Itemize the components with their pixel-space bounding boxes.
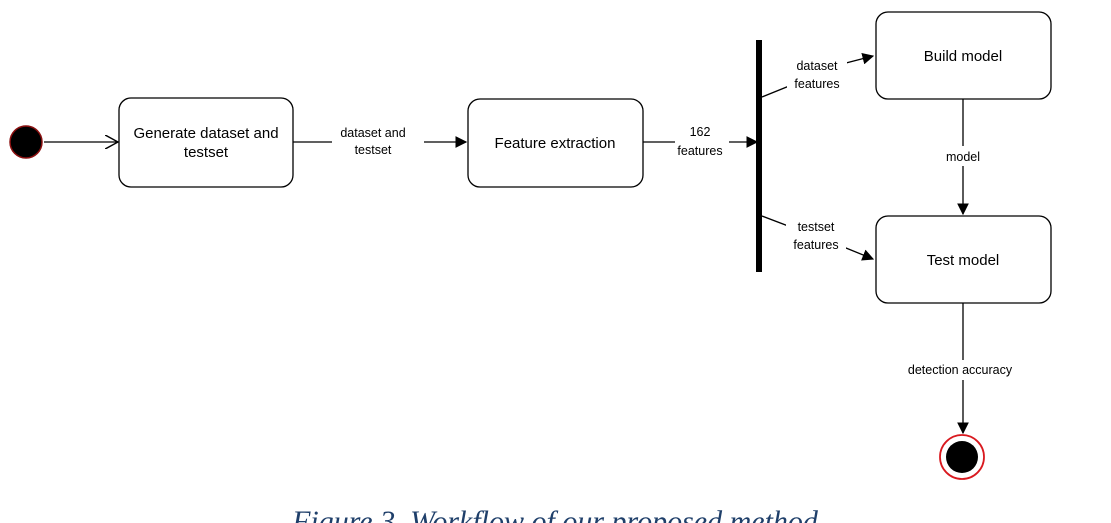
edge-label-162-features-line2: features bbox=[677, 144, 722, 158]
edge-label-bg bbox=[786, 218, 846, 254]
edge-label-testset-features-line1: testset bbox=[798, 220, 835, 234]
node-generate-label-line1: Generate dataset and bbox=[133, 125, 278, 142]
edge-label-bg bbox=[935, 146, 991, 166]
node-generate-label-line2: testset bbox=[184, 144, 229, 161]
edge-label-testset-features-line2: features bbox=[793, 238, 838, 252]
node-build-model-label: Build model bbox=[924, 48, 1002, 65]
figure-caption: Figure 3. Workflow of our proposed metho… bbox=[291, 505, 819, 523]
initial-node bbox=[9, 125, 43, 159]
edge-label-dataset-features-line1: dataset bbox=[796, 59, 838, 73]
edge-label-detection-accuracy: detection accuracy bbox=[908, 363, 1013, 377]
node-test-model-label: Test model bbox=[927, 252, 1000, 269]
edge-label-dataset-testset-line1: dataset and bbox=[340, 126, 405, 140]
node-test-model: Test model bbox=[875, 215, 1052, 304]
edge-label-dataset-features-line2: features bbox=[794, 77, 839, 91]
edge-label-bg bbox=[675, 124, 729, 160]
fork-bar bbox=[756, 40, 762, 272]
edge-label-bg bbox=[332, 122, 424, 160]
node-build-model: Build model bbox=[875, 11, 1052, 100]
node-feature-extraction: Feature extraction bbox=[467, 98, 644, 188]
edge-label-bg bbox=[787, 56, 847, 94]
edge-label-dataset-testset-line2: testset bbox=[355, 143, 392, 157]
edge-label-162-features-line1: 162 bbox=[690, 125, 711, 139]
edge-label-bg bbox=[888, 360, 1038, 380]
final-node bbox=[939, 434, 985, 480]
edge-label-model: model bbox=[946, 150, 980, 164]
node-generate-dataset: Generate dataset and testset bbox=[118, 97, 294, 188]
node-feature-extraction-label: Feature extraction bbox=[495, 135, 616, 152]
